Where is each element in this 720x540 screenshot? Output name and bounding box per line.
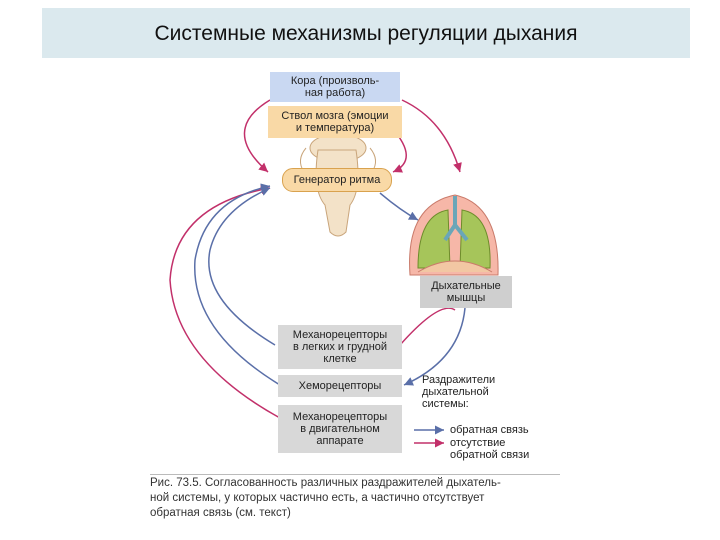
rhythm-generator-label: Генератор ритма	[293, 174, 381, 186]
chemoreceptors-box: Хеморецепторы	[278, 375, 402, 397]
caption-divider	[150, 474, 560, 475]
respiratory-muscles-label: Дыхательные мышцы	[431, 280, 501, 304]
legend-no-feedback-label: отсутствие обратной связи	[450, 437, 530, 461]
legend-heading: Раздражители дыхательной системы:	[422, 374, 496, 410]
brainstem-box: Ствол мозга (эмоции и температура)	[268, 106, 402, 138]
legend-feedback-label: обратная связь	[450, 424, 529, 436]
title-bar: Системные механизмы регуляции дыхания	[42, 8, 690, 58]
cortex-box: Кора (произволь- ная работа)	[270, 72, 400, 102]
respiratory-muscles-box: Дыхательные мышцы	[420, 276, 512, 308]
figure-caption: Рис. 73.5. Согласованность различных раз…	[150, 477, 501, 519]
cortex-label: Кора (произволь- ная работа)	[290, 75, 380, 99]
mechanoreceptors-motor-label: Механорецепторы в двигательном аппарате	[292, 411, 388, 447]
mechanoreceptors-lungs-box: Механорецепторы в легких и грудной клетк…	[278, 325, 402, 369]
mechanoreceptors-motor-box: Механорецепторы в двигательном аппарате	[278, 405, 402, 453]
chemoreceptors-label: Хеморецепторы	[298, 380, 382, 392]
brainstem-label: Ствол мозга (эмоции и температура)	[281, 110, 389, 134]
slide-title: Системные механизмы регуляции дыхания	[154, 22, 578, 45]
lungs-illustration	[409, 194, 499, 276]
mechanoreceptors-lungs-label: Механорецепторы в легких и грудной клетк…	[292, 329, 388, 365]
rhythm-generator-box: Генератор ритма	[282, 168, 392, 192]
